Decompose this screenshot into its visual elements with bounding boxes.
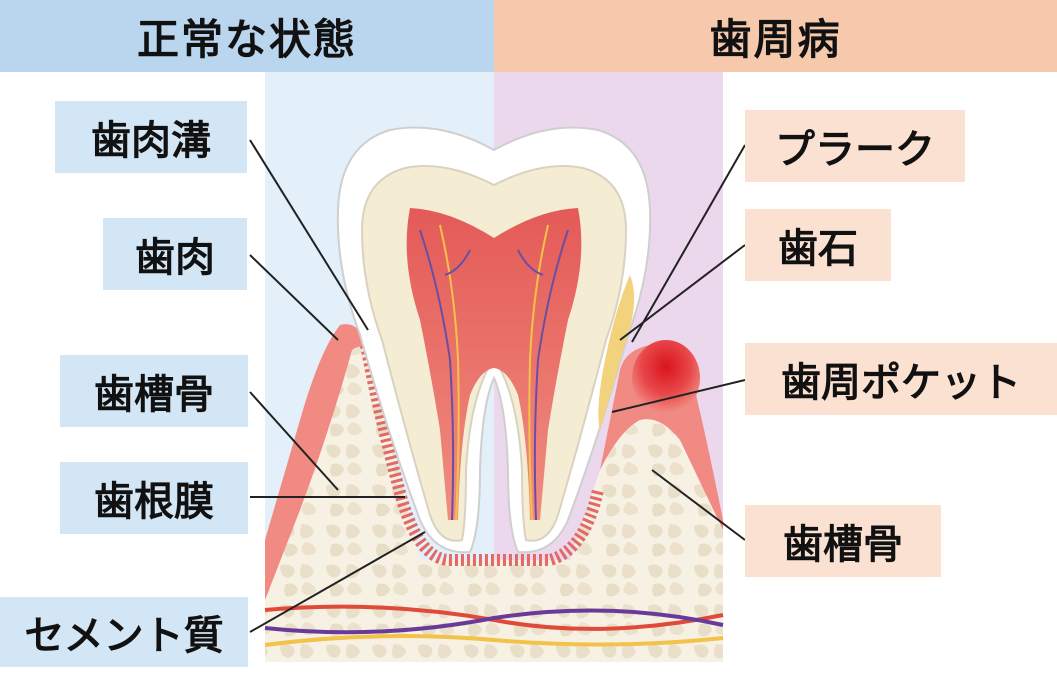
label-periodontal-ligament: 歯根膜: [60, 462, 248, 534]
label-plaque: プラーク: [745, 110, 965, 182]
leader-lines: [249, 139, 746, 633]
label-alveolar-bone-right: 歯槽骨: [745, 505, 941, 577]
alveolar-bone: [265, 346, 723, 662]
header-normal-state: 正常な状態: [0, 0, 494, 72]
inflamed-gum: [632, 340, 700, 416]
label-cementum: セメント質: [0, 597, 248, 667]
label-calculus: 歯石: [745, 209, 891, 281]
blood-vessels: [264, 604, 724, 647]
leader-calculus: [619, 244, 746, 341]
label-alveolar-bone-left: 歯槽骨: [60, 355, 248, 427]
header-periodontal-disease: 歯周病: [494, 0, 1057, 72]
pulp-nerves: [419, 224, 569, 521]
label-periodontal-pocket: 歯周ポケット: [745, 343, 1057, 415]
calculus: [598, 275, 635, 430]
leader-periodontal-pocket: [611, 379, 746, 413]
leader-gingiva: [249, 254, 339, 341]
leader-gingival-sulcus: [249, 139, 369, 331]
leader-alveolar-bone-right: [651, 469, 746, 541]
periodontal-ligament: [360, 343, 604, 566]
leader-alveolar-bone-left: [249, 391, 339, 491]
label-gingival-sulcus: 歯肉溝: [55, 101, 247, 173]
label-gingiva: 歯肉: [103, 218, 247, 290]
leader-cementum: [249, 531, 426, 633]
leader-plaque: [631, 144, 746, 343]
